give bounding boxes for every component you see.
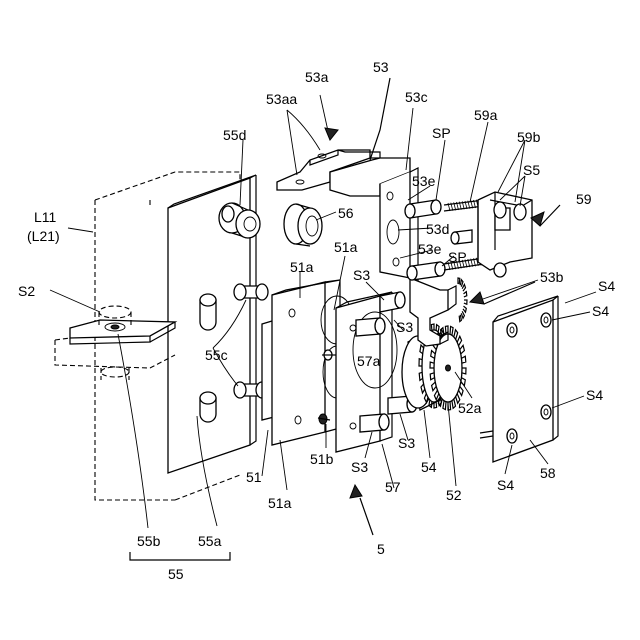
cover-58 xyxy=(480,296,558,462)
bracket-55b xyxy=(55,306,175,380)
label-59a: 59a xyxy=(474,107,498,123)
label-52: 52 xyxy=(446,487,462,503)
label-53a: 53a xyxy=(305,69,329,85)
label-53e-bottom: 53e xyxy=(418,241,442,257)
label-51a-top: 51a xyxy=(290,259,314,275)
label-51: 51 xyxy=(246,469,262,485)
spacer-56 xyxy=(284,204,322,246)
label-s4-c: S4 xyxy=(586,387,603,403)
label-51a-bottom: 51a xyxy=(268,495,292,511)
label-53b: 53b xyxy=(540,269,564,285)
label-56: 56 xyxy=(338,205,354,221)
label-53e-top: 53e xyxy=(412,173,436,189)
label-s4-a: S4 xyxy=(598,278,615,294)
label-53: 53 xyxy=(373,59,389,75)
label-55b: 55b xyxy=(137,533,161,549)
label-53aa: 53aa xyxy=(266,91,297,107)
label-s2: S2 xyxy=(18,283,35,299)
label-54: 54 xyxy=(421,459,437,475)
label-59b: 59b xyxy=(517,129,541,145)
label-51a-top2: 51a xyxy=(334,239,358,255)
label-51b: 51b xyxy=(310,451,334,467)
label-s4-b: S4 xyxy=(592,303,609,319)
label-sp-bottom: SP xyxy=(448,249,467,265)
label-53d: 53d xyxy=(426,221,449,237)
label-l21: (L21) xyxy=(27,228,60,244)
spacers-51b xyxy=(318,414,330,424)
label-55a: 55a xyxy=(198,533,222,549)
gear-tooth-outline xyxy=(458,278,467,322)
label-s3-a: S3 xyxy=(353,267,370,283)
sensor-59 xyxy=(478,192,532,277)
spacers-sp xyxy=(405,200,445,280)
label-s3-f: S3 xyxy=(351,459,368,475)
label-52a: 52a xyxy=(458,400,482,416)
label-s3-e: S3 xyxy=(398,435,415,451)
label-57a: 57a xyxy=(357,353,381,369)
label-53c: 53c xyxy=(405,89,428,105)
label-l11: L11 xyxy=(34,209,57,225)
label-59: 59 xyxy=(576,191,592,207)
label-s3-c: S3 xyxy=(396,319,413,335)
label-55c: 55c xyxy=(205,347,228,363)
label-58: 58 xyxy=(540,465,556,481)
label-sp-top: SP xyxy=(432,125,451,141)
label-57: 57 xyxy=(385,479,401,495)
label-s5: S5 xyxy=(523,162,540,178)
label-55: 55 xyxy=(168,566,184,582)
label-s4-d: S4 xyxy=(497,477,514,493)
label-55d: 55d xyxy=(223,127,246,143)
label-5: 5 xyxy=(377,541,385,557)
